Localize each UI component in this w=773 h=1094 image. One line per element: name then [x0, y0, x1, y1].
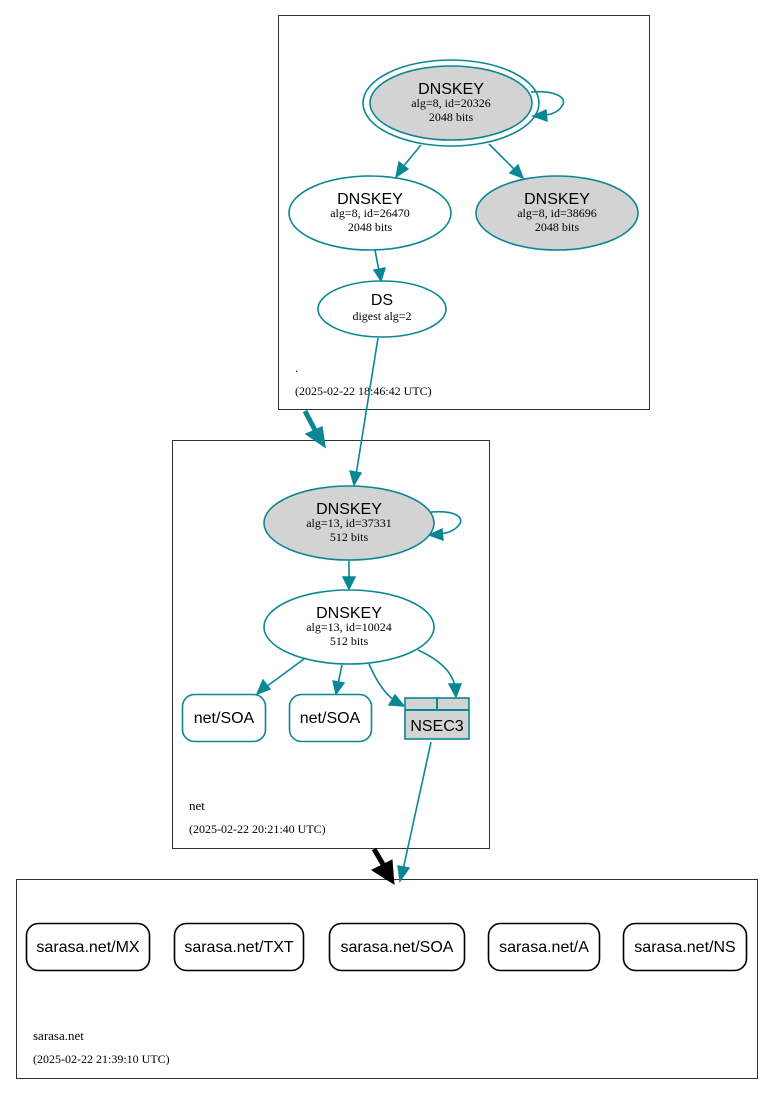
edge-net-zsk-nsec3-a [368, 663, 395, 701]
arrow-root-ksk-zsk2 [508, 163, 525, 180]
node-net-soa2: net/SOA [288, 693, 373, 743]
arrow-root-ksk-self [531, 108, 548, 123]
zone-net-name: net [189, 798, 205, 813]
edge-net-zsk-soa1 [265, 658, 305, 688]
sarasa-a-label: sarasa.net/A [499, 939, 589, 956]
zone-root-timestamp: (2025-02-22 18:46:42 UTC) [295, 384, 432, 398]
zone-net: net (2025-02-22 20:21:40 UTC) [172, 440, 490, 849]
node-sarasa-a: sarasa.net/A [487, 922, 601, 972]
node-net-soa1: net/SOA [181, 693, 267, 743]
root-zsk2-title: DNSKEY [524, 191, 590, 208]
root-ds-title: DS [371, 292, 393, 309]
zone-sarasa-box [16, 879, 758, 1079]
root-ksk-alg: alg=8, id=20326 [411, 96, 491, 110]
node-net-zsk: DNSKEY alg=13, id=10024 512 bits [263, 589, 435, 665]
net-zsk-ellipse [263, 589, 435, 665]
node-net-ksk: DNSKEY alg=13, id=37331 512 bits [263, 485, 435, 561]
net-zsk-title: DNSKEY [316, 605, 382, 622]
edge-net-zsk-nsec3-b [417, 649, 456, 687]
arrow-net-ksk-zsk [341, 576, 357, 591]
edge-delegation-net-sarasa [371, 847, 387, 868]
edges [255, 90, 565, 885]
root-zsk2-bits: 2048 bits [535, 220, 580, 234]
root-ds-digest: digest alg=2 [352, 309, 411, 323]
root-zsk1-bits: 2048 bits [348, 220, 393, 234]
root-zsk2-alg: alg=8, id=38696 [517, 206, 597, 220]
node-root-zsk1: DNSKEY alg=8, id=26470 2048 bits [288, 175, 452, 251]
net-ksk-bits: 512 bits [330, 530, 369, 544]
zone-sarasa-timestamp: (2025-02-22 21:39:10 UTC) [33, 1052, 170, 1066]
root-ksk-ellipse [369, 65, 533, 141]
sarasa-txt-label: sarasa.net/TXT [184, 939, 294, 956]
net-zsk-alg: alg=13, id=10024 [306, 620, 392, 634]
net-ksk-alg: alg=13, id=37331 [306, 516, 392, 530]
net-zsk-bits: 512 bits [330, 634, 369, 648]
sarasa-soa-box [328, 922, 466, 972]
root-zsk1-ellipse [288, 175, 452, 251]
edge-ds-net-ksk [355, 337, 379, 476]
sarasa-mx-label: sarasa.net/MX [36, 939, 139, 956]
zone-root: . (2025-02-22 18:46:42 UTC) [278, 15, 650, 410]
arrow-net-zsk-nsec3-a [387, 693, 406, 707]
root-ksk-outer-ring [362, 59, 540, 147]
root-zsk2-ellipse [475, 175, 639, 251]
node-root-zsk2: DNSKEY alg=8, id=38696 2048 bits [475, 175, 639, 251]
node-sarasa-txt: sarasa.net/TXT [173, 922, 305, 972]
net-ksk-title: DNSKEY [316, 501, 382, 518]
root-zsk1-title: DNSKEY [337, 191, 403, 208]
net-soa2-label: net/SOA [300, 710, 361, 727]
sarasa-soa-label: sarasa.net/SOA [341, 939, 454, 956]
arrow-net-zsk-soa1 [255, 678, 272, 696]
node-sarasa-ns: sarasa.net/NS [622, 922, 748, 972]
edge-root-zsk1-ds [374, 249, 380, 272]
edge-root-ksk-zsk1 [401, 144, 422, 169]
zone-sarasa-name: sarasa.net [33, 1028, 84, 1043]
zone-root-name: . [295, 360, 298, 375]
zone-sarasa: sarasa.net (2025-02-22 21:39:10 UTC) [16, 879, 758, 1079]
sarasa-mx-box [25, 922, 151, 972]
edge-net-zsk-soa2 [337, 664, 343, 685]
arrow-root-ksk-zsk1 [394, 160, 410, 179]
arrow-delegation-net-sarasa [370, 859, 395, 885]
sarasa-ns-label: sarasa.net/NS [634, 939, 735, 956]
node-root-ksk: DNSKEY alg=8, id=20326 2048 bits [362, 59, 540, 147]
node-net-nsec3: NSEC3 [404, 697, 470, 740]
net-soa1-label: net/SOA [194, 710, 255, 727]
node-sarasa-mx: sarasa.net/MX [25, 922, 151, 972]
arrow-ds-net-ksk [349, 470, 363, 487]
edge-nsec3-sarasa [402, 741, 432, 871]
node-sarasa-soa: sarasa.net/SOA [328, 922, 466, 972]
net-soa2-box [288, 693, 373, 743]
net-soa1-box [181, 693, 267, 743]
zone-net-timestamp: (2025-02-22 20:21:40 UTC) [189, 822, 326, 836]
arrow-delegation-root-net [304, 425, 326, 449]
arrow-net-zsk-soa2 [332, 680, 346, 696]
arrow-net-zsk-nsec3-b [447, 683, 463, 699]
sarasa-txt-box [173, 922, 305, 972]
sarasa-a-box [487, 922, 601, 972]
arrow-root-zsk1-ds [372, 267, 387, 283]
node-root-ds: DS digest alg=2 [317, 280, 447, 338]
arrow-nsec3-sarasa [397, 865, 411, 883]
nsec3-label: NSEC3 [410, 718, 463, 735]
root-ksk-bits: 2048 bits [429, 110, 474, 124]
root-ds-ellipse [317, 280, 447, 338]
root-ksk-title: DNSKEY [418, 81, 484, 98]
zone-net-box [172, 440, 490, 849]
sarasa-ns-box [622, 922, 748, 972]
edge-net-ksk-self [430, 510, 462, 535]
edge-delegation-root-net [302, 409, 319, 434]
edge-root-ksk-zsk2 [488, 143, 516, 171]
root-zsk1-alg: alg=8, id=26470 [330, 206, 410, 220]
edge-root-ksk-self [530, 90, 565, 116]
zone-root-box [278, 15, 650, 410]
arrow-net-ksk-self [427, 527, 444, 542]
net-ksk-ellipse [263, 485, 435, 561]
